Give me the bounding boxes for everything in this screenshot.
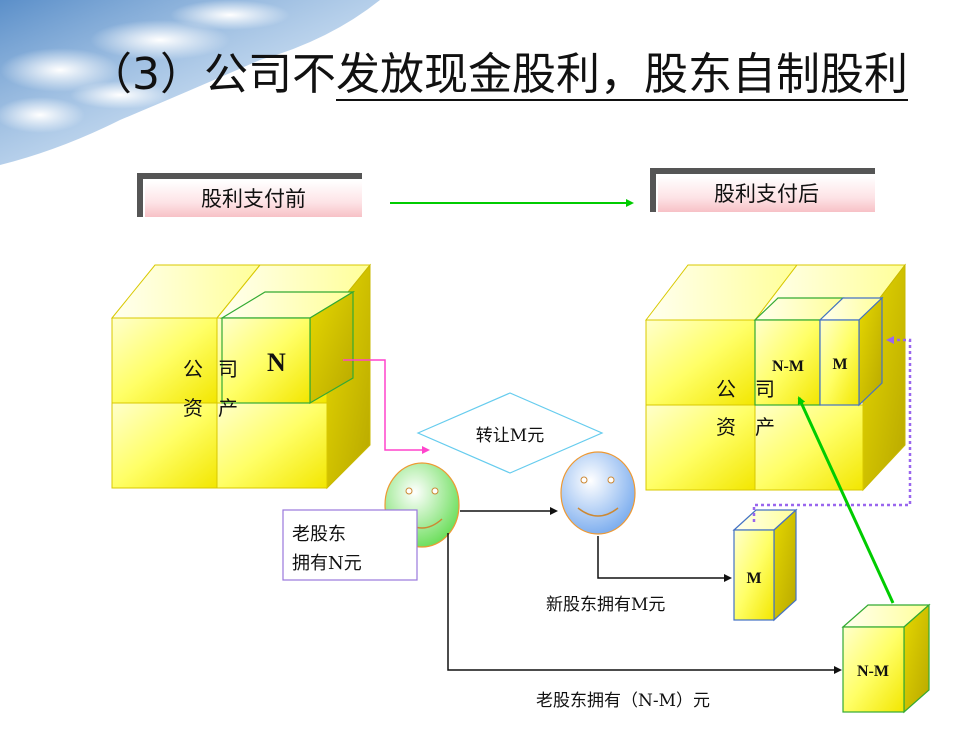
cloud-decoration [0, 0, 380, 165]
transfer-diamond [416, 392, 604, 474]
right-share-m-label: M [832, 356, 847, 373]
header-after-label: 股利支付后 [658, 176, 875, 212]
old-remaining-label: 老股东拥有（N-M）元 [536, 691, 710, 711]
transfer-label: 转让M元 [476, 426, 544, 446]
green-return-arrow [797, 396, 895, 604]
old-shareholder-line2: 拥有N元 [292, 553, 362, 574]
old-holder-arrow [447, 533, 842, 674]
right-company-char-4: 产 [755, 415, 775, 439]
old-holder-nm-label: N-M [857, 663, 889, 680]
old-holder-nm-cube [841, 603, 931, 714]
header-after: 股利支付后 [650, 168, 875, 212]
company-assets-before [110, 263, 372, 490]
title-prefix: （3）公司不 [88, 49, 336, 100]
left-company-char-2: 司 [218, 357, 238, 381]
left-company-char-1: 公 [183, 357, 203, 381]
title-underlined: 发放现金股利，股东自制股利 [336, 49, 908, 100]
new-shareholder-label: 新股东拥有M元 [546, 595, 665, 615]
new-holder-m-cube [732, 508, 798, 622]
old-shareholder-box [282, 509, 418, 581]
left-company-char-4: 产 [218, 396, 238, 420]
new-holder-arrow [597, 536, 732, 582]
old-shareholder-line1: 老股东 [292, 524, 346, 545]
header-before: 股利支付前 [137, 173, 362, 217]
company-assets-after [644, 263, 907, 492]
header-before-label: 股利支付前 [145, 181, 362, 217]
pink-arrow [343, 359, 430, 454]
right-company-char-1: 公 [716, 377, 736, 401]
right-share-nm-label: N-M [772, 358, 804, 375]
left-company-char-3: 资 [183, 396, 203, 420]
page-title: （3）公司不发放现金股利，股东自制股利 [88, 40, 908, 110]
left-share-label: N [267, 348, 286, 377]
right-company-char-2: 司 [755, 377, 775, 401]
right-company-char-3: 资 [716, 415, 736, 439]
new-holder-m-label: M [746, 570, 761, 587]
new-shareholder-face [560, 451, 636, 535]
